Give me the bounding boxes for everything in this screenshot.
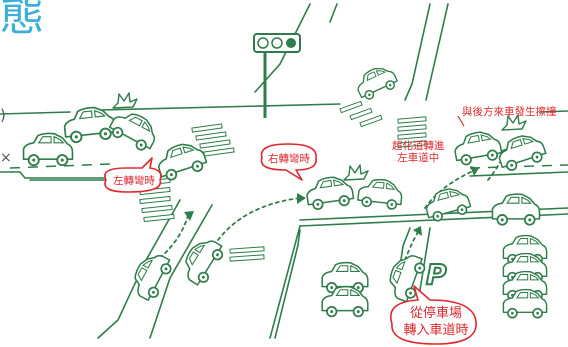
rear-collision-pointer [457,115,465,127]
car-right-2 [494,129,549,174]
turn-paths [159,151,506,261]
label-lane-change: 超化道轉進 左車道中 [392,140,445,164]
car-left-waiting [22,132,74,167]
crash-mark-center [343,164,369,181]
page-heading-fragment: 態 [0,0,42,38]
car-right-turn-2 [356,176,405,211]
car-top-left-2 [106,105,163,155]
label-right-turn: 右轉彎時 [268,153,310,165]
bubble-from-parking [390,285,477,345]
label-from-parking: 從停車場 轉入車道時 [403,306,469,338]
car-top-center [352,61,401,103]
road-edges [0,3,568,339]
bubble-left-turn [104,157,162,193]
traffic-light [253,33,301,118]
side-cross-mark: × [0,150,12,166]
lane-dashes [9,163,568,169]
car-right-1 [451,128,504,167]
side-paren-mark: ) [0,106,6,124]
car-right-lane [491,193,541,226]
bubble-right-turn [260,143,317,181]
car-right-merging [422,183,473,224]
label-left-turn: 左轉彎時 [113,175,155,187]
car-bottom-lane-2 [176,232,228,289]
label-rear-collision: 與後方來車發生擦撞 [462,106,557,118]
car-bottom-lane-1 [126,247,176,304]
parking-sign: P [425,257,447,292]
car-top-left-1 [61,104,118,145]
crash-mark-top-left [112,92,138,109]
